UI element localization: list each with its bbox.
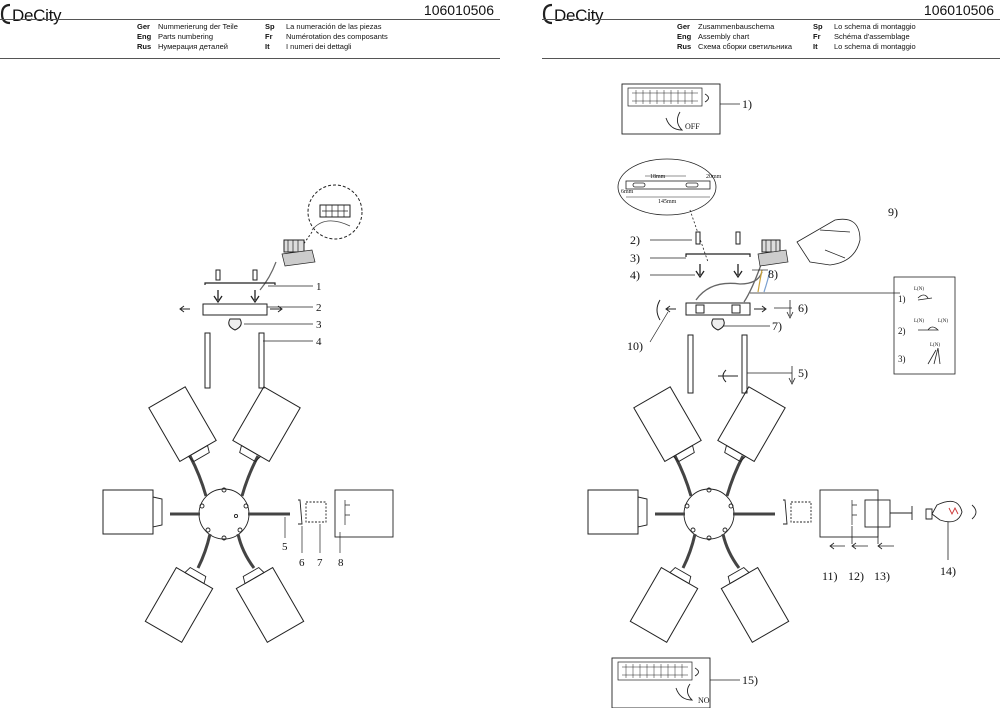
chandelier-top-view bbox=[102, 386, 394, 643]
terminal-block bbox=[757, 218, 861, 293]
step-5: 5) bbox=[798, 366, 808, 380]
mounting-screws bbox=[213, 269, 260, 304]
step-11: 11) bbox=[822, 569, 838, 583]
step-4: 4) bbox=[630, 268, 640, 282]
step-3: 3) bbox=[630, 251, 640, 265]
dim-6mm: 6mm bbox=[621, 189, 634, 195]
part-arrows bbox=[829, 522, 949, 560]
label-4: 4 bbox=[316, 336, 322, 348]
terminal-detail-inset bbox=[297, 184, 363, 253]
leader-lines-bottom bbox=[284, 517, 341, 553]
chandelier-top-view bbox=[587, 386, 977, 643]
decorative-nut bbox=[228, 318, 242, 331]
article-number: 106010506 bbox=[423, 2, 494, 18]
parts-diagram: 1 2 3 4 bbox=[102, 184, 394, 643]
header-rule-bottom bbox=[542, 58, 1000, 59]
switch-on-label: NO bbox=[698, 696, 710, 705]
step-14: 14) bbox=[940, 564, 956, 578]
switch-off-label: OFF bbox=[685, 122, 700, 131]
article-number: 106010506 bbox=[923, 2, 994, 18]
label-3: 3 bbox=[316, 319, 322, 331]
terminal-block bbox=[259, 239, 316, 291]
bracket-dimension-detail bbox=[617, 158, 717, 263]
brand-logo: DeCity bbox=[0, 2, 110, 28]
dim-18mm: 18mm bbox=[650, 174, 666, 180]
switch-panel-off bbox=[621, 83, 721, 135]
wiring-option-2: 2) bbox=[898, 326, 906, 336]
step-2: 2) bbox=[630, 233, 640, 247]
brand-logo-right: DeCity bbox=[542, 2, 652, 28]
dim-145mm: 145mm bbox=[658, 199, 677, 205]
wiring-label-1: L(N) bbox=[914, 287, 924, 292]
step-9: 9) bbox=[888, 205, 898, 219]
bulb-filament-icon bbox=[948, 506, 959, 516]
header-rule-top bbox=[542, 19, 1000, 20]
step-8: 8) bbox=[768, 267, 778, 281]
brand-name: DeCity bbox=[554, 6, 604, 25]
label-1: 1 bbox=[316, 281, 322, 293]
step-10: 10) bbox=[627, 339, 643, 353]
switch-panel-on bbox=[611, 657, 711, 708]
label-8: 8 bbox=[338, 557, 344, 569]
label-2: 2 bbox=[316, 302, 322, 314]
wiring-option-1: 1) bbox=[898, 294, 906, 304]
suspension-rods bbox=[204, 332, 265, 389]
wiring-label-3: L(N) bbox=[930, 343, 940, 348]
brand-name: DeCity bbox=[12, 6, 62, 25]
wiring-option-3: 3) bbox=[898, 354, 906, 364]
step-7: 7) bbox=[772, 319, 782, 333]
logo-mark-icon bbox=[0, 3, 11, 25]
mounting-bracket bbox=[204, 282, 276, 285]
label-6: 6 bbox=[299, 557, 305, 569]
wiring-label-2: L(N) bbox=[914, 319, 924, 324]
label-7: 7 bbox=[317, 557, 323, 569]
canopy-plate bbox=[179, 303, 283, 316]
step-12: 12) bbox=[848, 569, 864, 583]
header-rule-bottom bbox=[0, 58, 500, 59]
step-13: 13) bbox=[874, 569, 890, 583]
mounting-hardware bbox=[656, 231, 767, 394]
assembly-diagram: OFF 1) 18mm 20mm 6mm 145mm bbox=[587, 83, 977, 708]
dim-20mm: 20mm bbox=[706, 174, 722, 180]
wiring-options-panel bbox=[893, 276, 956, 375]
wiring-label-2b: L(N) bbox=[938, 319, 948, 324]
leader-lines bbox=[244, 285, 313, 342]
header-rule-top bbox=[0, 19, 500, 20]
step-leader-lines bbox=[649, 239, 900, 374]
step-15: 15) bbox=[742, 673, 758, 687]
logo-mark-icon bbox=[542, 3, 553, 25]
step-1: 1) bbox=[742, 97, 752, 111]
label-5: 5 bbox=[282, 541, 288, 553]
step-6: 6) bbox=[798, 301, 808, 315]
